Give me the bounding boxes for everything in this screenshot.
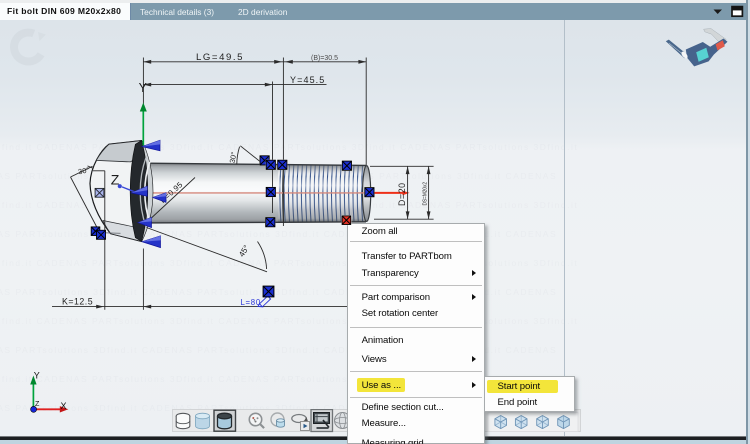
svg-text:LG=49.5: LG=49.5 xyxy=(196,52,244,62)
svg-text:Y: Y xyxy=(139,81,148,95)
svg-text:30°: 30° xyxy=(228,151,239,164)
svg-text:Z: Z xyxy=(35,399,40,408)
svg-text:45°: 45° xyxy=(237,244,251,259)
svg-text:X: X xyxy=(61,401,67,411)
svg-text:30°: 30° xyxy=(77,165,90,176)
svg-text:Y: Y xyxy=(34,370,40,380)
svg-text:Z: Z xyxy=(111,172,120,188)
svg-text:L=80: L=80 xyxy=(241,298,261,307)
svg-text:(B)=30.5: (B)=30.5 xyxy=(311,53,338,62)
svg-text:K=12.5: K=12.5 xyxy=(62,296,93,306)
svg-text:Y=45.5: Y=45.5 xyxy=(290,75,325,85)
svg-text:D=20: D=20 xyxy=(397,182,407,206)
svg-text:DS=M20x2: DS=M20x2 xyxy=(422,182,428,206)
